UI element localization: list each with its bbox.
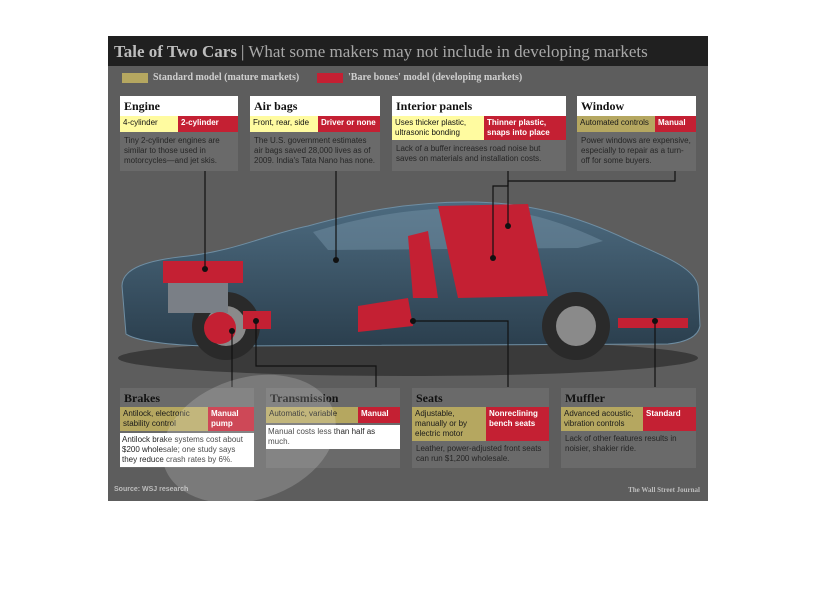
seats-standard: Adjustable, manually or by electric moto… — [412, 407, 486, 441]
legend-standard-label: Standard model (mature markets) — [153, 72, 300, 83]
airbags-description: The U.S. government estimates air bags s… — [254, 136, 376, 165]
interior-header-highlight — [392, 96, 566, 116]
legend-barebones-label: 'Bare bones' model (developing markets) — [348, 72, 523, 83]
muffler-title: Muffler — [565, 391, 605, 405]
title-bar: Tale of Two Cars|What some makers may no… — [108, 36, 708, 66]
window-header-highlight — [577, 96, 696, 116]
car-illustration — [118, 170, 701, 387]
seats-description: Leather, power-adjusted front seats can … — [416, 444, 542, 463]
airbags-box: Air bags Front, rear, side Driver or non… — [250, 96, 380, 171]
infographic: Tale of Two Cars|What some makers may no… — [108, 36, 708, 501]
title-text: Tale of Two Cars — [114, 42, 237, 61]
source-note: Source: WSJ research — [114, 486, 189, 493]
engine-box: Engine 4-cylinder 2-cylinder Tiny 2-cyli… — [120, 96, 238, 171]
engine-block — [163, 261, 243, 283]
interior-barebones: Thinner plastic, snaps into place — [484, 116, 566, 140]
muffler-box: Muffler Advanced acoustic, vibration con… — [561, 388, 696, 468]
airbags-standard: Front, rear, side — [250, 116, 318, 132]
subtitle: What some makers may not include in deve… — [248, 42, 648, 61]
window-description: Power windows are expensive, especially … — [581, 136, 691, 165]
rear-wheel-rim — [556, 306, 596, 346]
transmission-title: Transmission — [270, 391, 339, 405]
seats-box: Seats Adjustable, manually or by electri… — [412, 388, 549, 468]
transmission-box: Transmission Automatic, variable Manual … — [266, 388, 400, 468]
interior-description: Lack of a buffer increases road noise bu… — [396, 144, 542, 163]
airbags-title: Air bags — [254, 99, 298, 113]
muffler-standard: Advanced acoustic, vibration controls — [561, 407, 643, 431]
brakes-description: Antilock brake systems cost about $200 w… — [120, 433, 254, 467]
publisher-credit: The Wall Street Journal — [628, 486, 700, 494]
leader-lines — [204, 170, 676, 387]
interior-standard: Uses thicker plastic, ultrasonic bonding — [392, 116, 484, 140]
seat-shapes — [358, 204, 548, 332]
engine-standard: 4-cylinder — [120, 116, 178, 132]
engine-barebones: 2-cylinder — [178, 116, 238, 132]
page-title: Tale of Two Cars|What some makers may no… — [114, 42, 648, 62]
brakes-barebones: Manual pump — [208, 407, 254, 431]
engine-lower — [168, 283, 228, 313]
legend-standard-swatch — [122, 73, 148, 83]
transmission-standard: Automatic, variable — [266, 407, 358, 423]
engine-title: Engine — [124, 99, 161, 113]
engine-header-highlight — [120, 96, 238, 116]
title-separator: | — [240, 42, 245, 61]
seats-barebones: Nonreclining bench seats — [486, 407, 549, 441]
window-box: Window Automated controls Manual Power w… — [577, 96, 696, 171]
window-standard: Automated controls — [577, 116, 655, 132]
interior-box: Interior panels Uses thicker plastic, ul… — [392, 96, 566, 171]
brakes-standard: Antilock, electronic stability control — [120, 407, 208, 431]
brakes-title: Brakes — [124, 391, 160, 405]
transmission-description: Manual costs less than half as much. — [266, 425, 400, 449]
brakes-box: Brakes Antilock, electronic stability co… — [120, 388, 254, 468]
transmission-barebones: Manual — [358, 407, 400, 423]
brake-disc — [204, 312, 236, 344]
airbags-barebones: Driver or none — [318, 116, 380, 132]
muffler-barebones: Standard — [643, 407, 696, 431]
leader-dots — [202, 223, 658, 334]
interior-title: Interior panels — [396, 99, 473, 113]
engine-description: Tiny 2-cylinder engines are similar to t… — [124, 136, 220, 165]
muffler-description: Lack of other features results in noisie… — [565, 434, 677, 453]
window-title: Window — [581, 99, 625, 113]
seats-title: Seats — [416, 391, 443, 405]
window-barebones: Manual — [655, 116, 696, 132]
legend-barebones-swatch — [317, 73, 343, 83]
airbags-header-highlight — [250, 96, 380, 116]
